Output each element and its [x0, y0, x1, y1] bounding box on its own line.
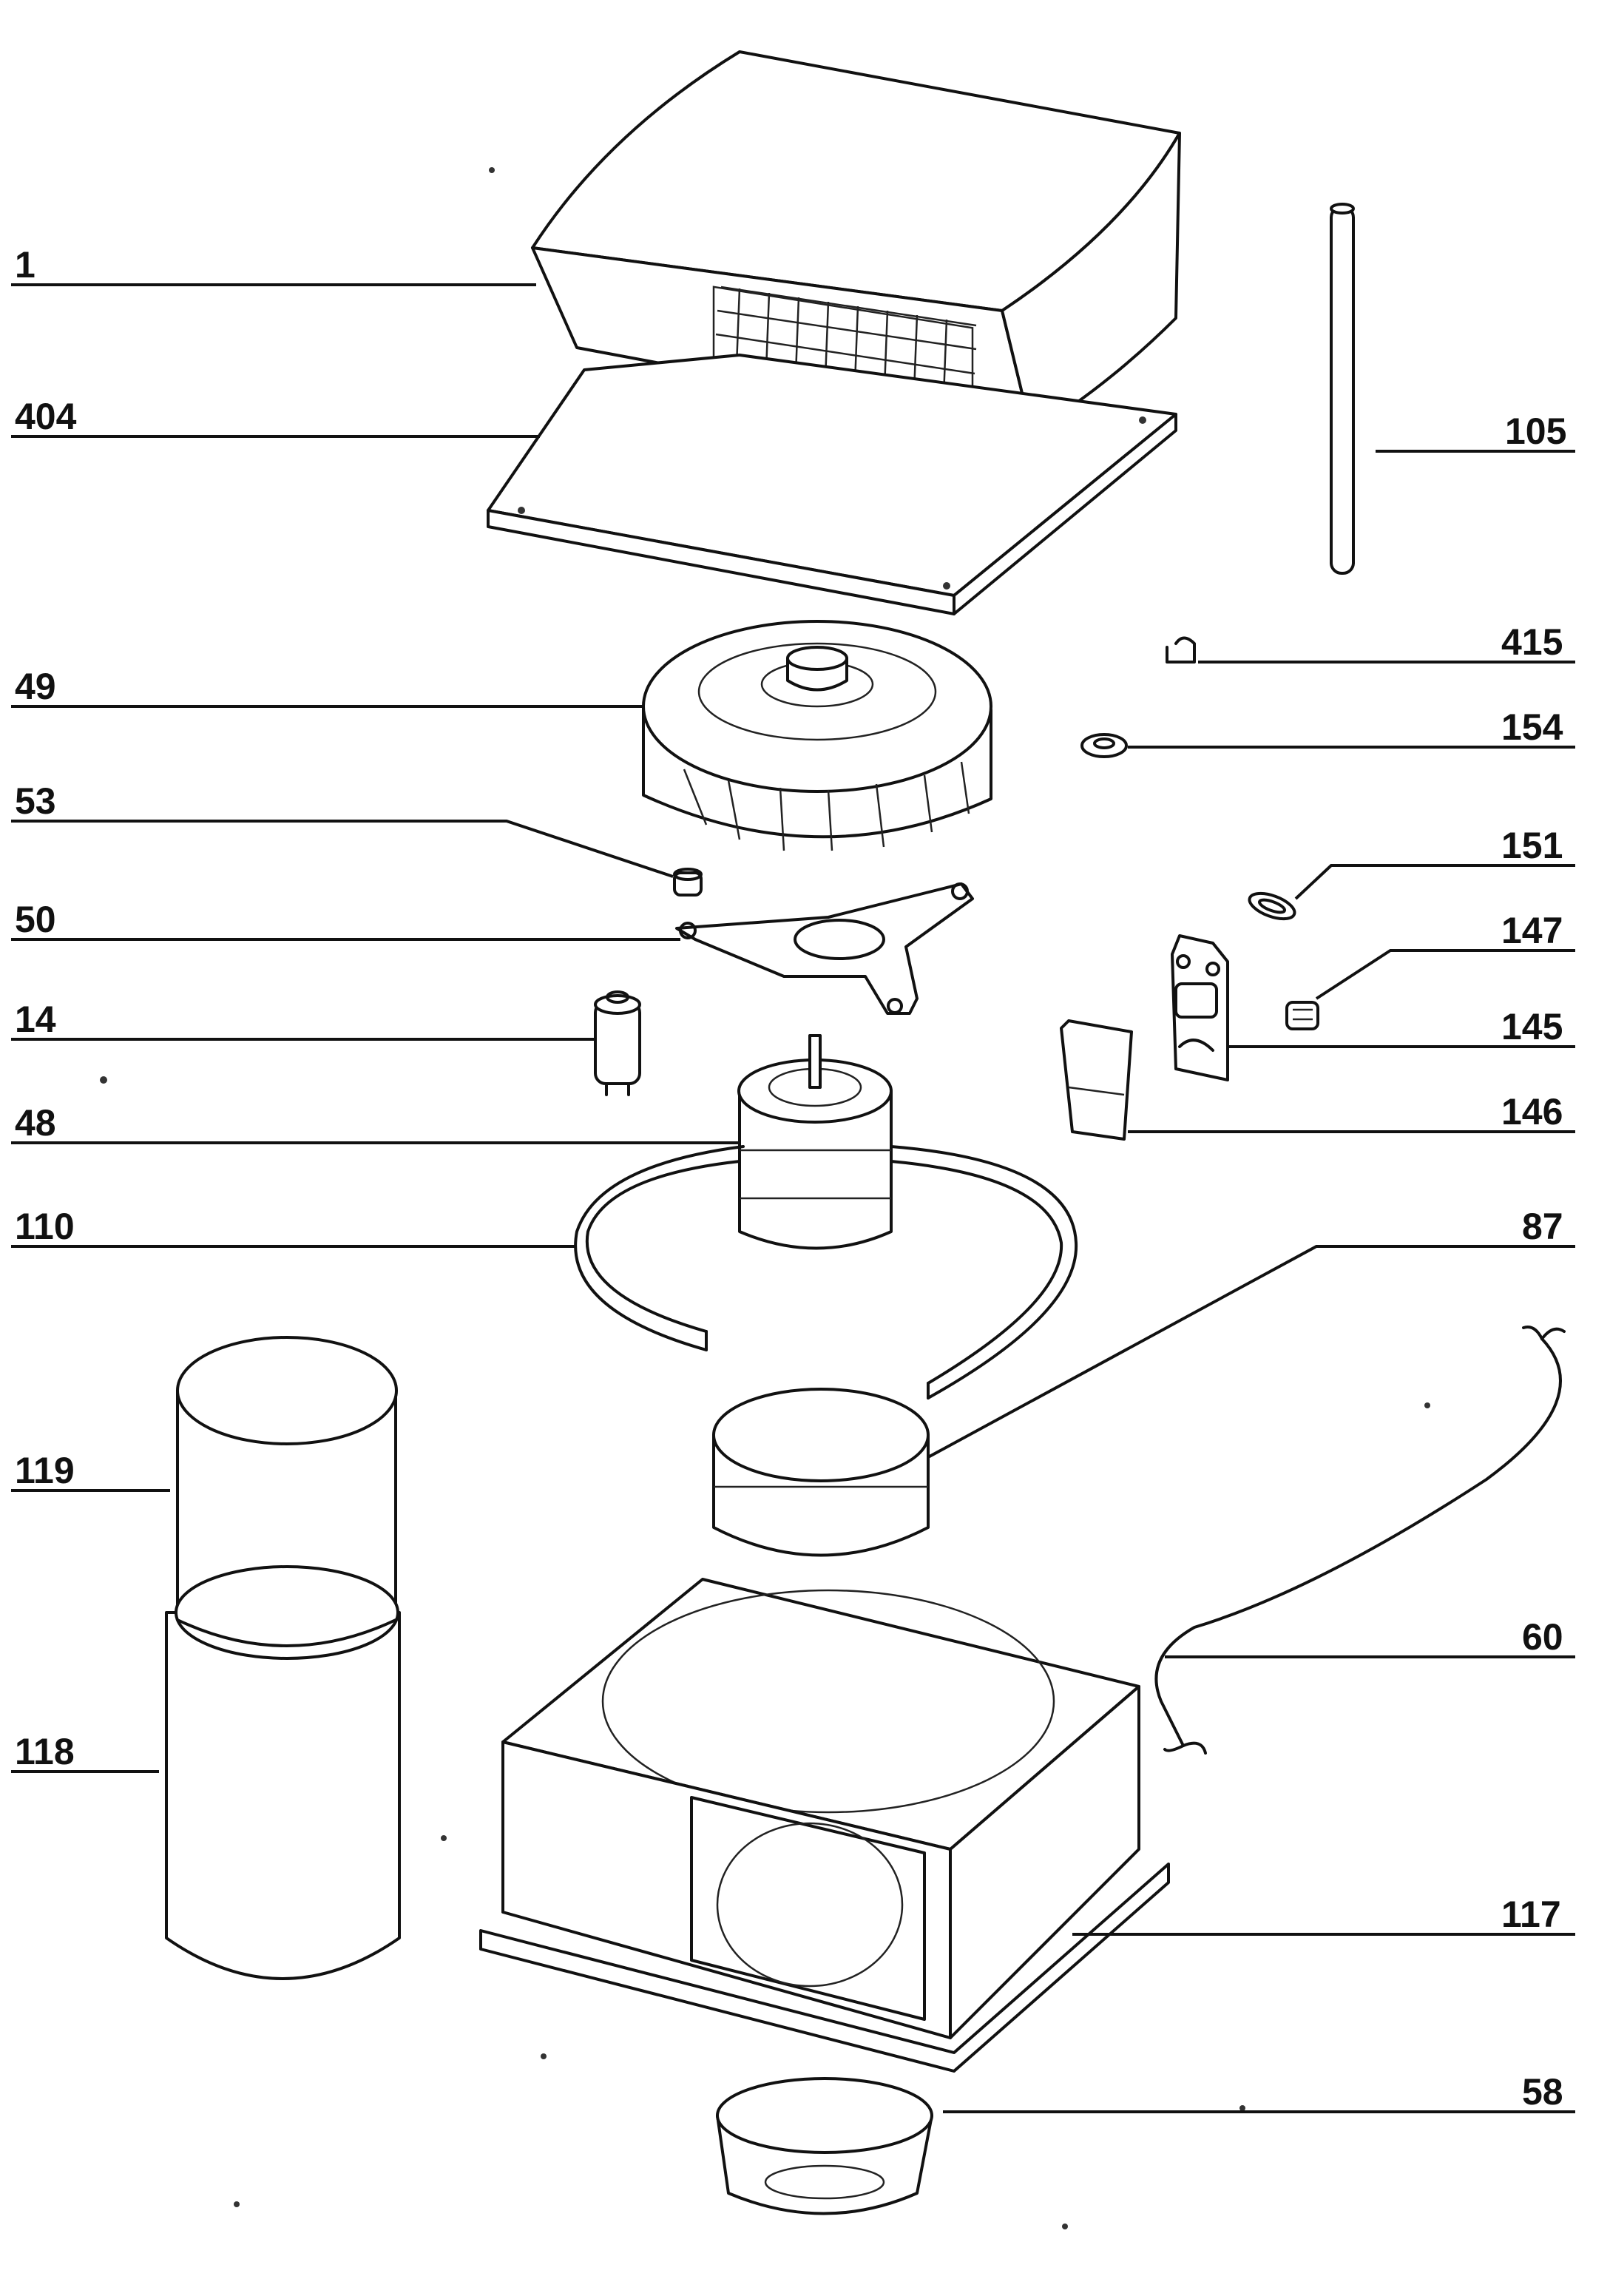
- part-87-collar: [712, 1388, 930, 1557]
- label-154: 154: [1501, 706, 1563, 748]
- label-146: 146: [1501, 1091, 1563, 1132]
- label-404: 404: [15, 396, 77, 437]
- part-145-switch: [1171, 934, 1229, 1081]
- part-58-bottom-collar: [716, 2077, 933, 2215]
- label-87: 87: [1522, 1206, 1563, 1247]
- part-117-housing: [479, 1578, 1170, 2073]
- label-48: 48: [15, 1102, 56, 1144]
- label-105: 105: [1505, 411, 1566, 452]
- part-404-base-plate: [487, 354, 1177, 615]
- label-50: 50: [15, 899, 56, 940]
- scan-specks: [100, 167, 1430, 2229]
- part-151-clip: [1248, 891, 1296, 921]
- part-146-switch-cover: [1060, 1019, 1133, 1141]
- part-labels: 1 404 105 415 49 154 53 151 50 147 14 14…: [15, 244, 1566, 2113]
- part-48-motor: [737, 1034, 893, 1250]
- part-110-ring: [574, 1145, 1078, 1399]
- label-1: 1: [15, 244, 35, 286]
- label-119: 119: [15, 1450, 75, 1491]
- label-14: 14: [15, 999, 56, 1040]
- part-53-nut: [673, 868, 703, 897]
- leader-lines: [11, 283, 1575, 2113]
- label-147: 147: [1501, 910, 1563, 951]
- label-53: 53: [15, 780, 56, 822]
- label-49: 49: [15, 666, 56, 707]
- part-147-spring: [1285, 1001, 1319, 1030]
- label-145: 145: [1501, 1006, 1563, 1047]
- label-415: 415: [1501, 621, 1563, 663]
- label-118: 118: [15, 1731, 75, 1772]
- part-154-grommet: [1080, 733, 1128, 758]
- label-60: 60: [1522, 1616, 1563, 1658]
- label-58: 58: [1522, 2071, 1563, 2113]
- part-415-clip: [1166, 636, 1196, 664]
- label-151: 151: [1501, 825, 1563, 866]
- part-105-rod: [1330, 203, 1355, 575]
- part-118-duct-lower: [165, 1565, 401, 1980]
- label-117: 117: [1501, 1894, 1561, 1935]
- part-14-capacitor: [594, 990, 641, 1096]
- part-49-blower-wheel: [642, 620, 992, 851]
- part-119-duct-upper: [176, 1336, 398, 1621]
- blower-blades: [683, 761, 970, 851]
- part-50-motor-bracket: [675, 882, 974, 1015]
- part-60-cable: [1154, 1326, 1566, 1755]
- label-110: 110: [15, 1206, 75, 1247]
